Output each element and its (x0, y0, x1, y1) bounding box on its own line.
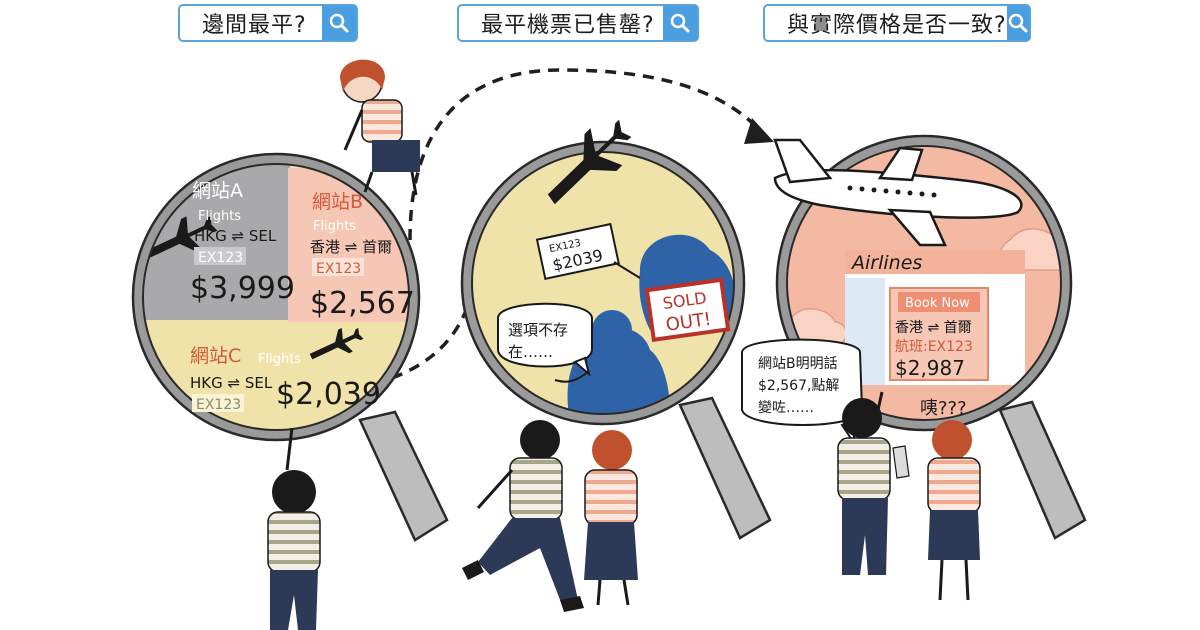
bubble-text-line1: 選項不存 (508, 321, 568, 339)
bubble-text-line3: 變咗…… (758, 400, 814, 416)
search-icon[interactable] (663, 6, 697, 40)
site-b-flight-no: EX123 (316, 261, 361, 277)
site-c-flights: Flights (258, 352, 301, 367)
person-boy-running (462, 420, 584, 612)
person-boy-right (837, 391, 910, 575)
price-tag: EX123 $2039 (535, 222, 620, 280)
bubble-text-line2: 在…… (508, 343, 553, 361)
site-a-flights: Flights (198, 209, 241, 224)
airline-price: $2,987 (895, 356, 965, 380)
arrow-head (744, 118, 774, 144)
site-a-flight-no: EX123 (198, 250, 243, 266)
site-b-route: 香港 ⇌ 首爾 (310, 238, 392, 256)
bubble-text-line1: 網站B明明話 (758, 355, 838, 372)
site-c-name: 網站C (190, 345, 241, 367)
magnifier-handle (678, 396, 772, 540)
search-bar-cheapest[interactable]: 邊間最平? (178, 4, 358, 42)
search-query: 邊間最平? (202, 13, 307, 38)
site-b-flights: Flights (313, 219, 356, 234)
search-bar-price-match[interactable]: 與實際價格是否一致? (763, 4, 1031, 42)
airplane-icon (309, 327, 364, 360)
airline-route: 香港 ⇌ 首爾 (895, 320, 972, 336)
search-query: 最平機票已售罄? (481, 13, 655, 38)
site-c-price: $2,039 (276, 377, 381, 412)
exclamation-text: 咦??? (920, 398, 967, 419)
person-boy-left (267, 427, 321, 630)
airplane-icon (547, 119, 632, 205)
magnifier-right: Airlines Book Now 香港 ⇌ 首爾 航班:EX123 $2,98… (741, 134, 1087, 540)
phone-icon (892, 445, 910, 479)
bubble-text-line2: $2,567,點解 (758, 378, 839, 394)
sold-out-sign: SOLD OUT! (644, 277, 731, 343)
book-now-label: Book Now (905, 296, 970, 311)
site-c-flight-no: EX123 (196, 397, 241, 413)
site-c-route: HKG ⇌ SEL (190, 374, 273, 392)
magnifier-handle (358, 410, 449, 542)
magnifier-middle: EX123 $2039 SOLD OUT! 選項不存 在…… (460, 119, 772, 540)
search-query: 與實際價格是否一致? (787, 13, 1007, 38)
book-now-button[interactable] (898, 292, 980, 312)
airline-brand: Airlines (850, 252, 922, 274)
site-a-name: 網站A (192, 180, 243, 202)
person-girl-right (927, 420, 981, 601)
jet-airplane (773, 138, 1023, 247)
site-b-name: 網站B (312, 191, 363, 213)
lens-rim (133, 154, 419, 440)
magnifier-handle (998, 400, 1087, 540)
person-girl-middle (584, 430, 638, 606)
site-a-price: $3,999 (190, 271, 295, 306)
speech-bubble-complaint: 網站B明明話 $2,567,點解 變咗…… (741, 338, 864, 447)
search-icon[interactable] (322, 6, 356, 40)
speech-bubble-not-exist: 選項不存 在…… (497, 302, 593, 377)
search-icon[interactable] (1006, 6, 1029, 40)
airline-flight-no: 航班:EX123 (895, 339, 973, 355)
person-girl-top (340, 59, 420, 196)
site-a-route: HKG ⇌ SEL (194, 227, 277, 245)
lens-rim (777, 136, 1071, 430)
search-bar-sold-out[interactable]: 最平機票已售罄? (457, 4, 699, 42)
site-b-price: $2,567 (310, 286, 415, 321)
